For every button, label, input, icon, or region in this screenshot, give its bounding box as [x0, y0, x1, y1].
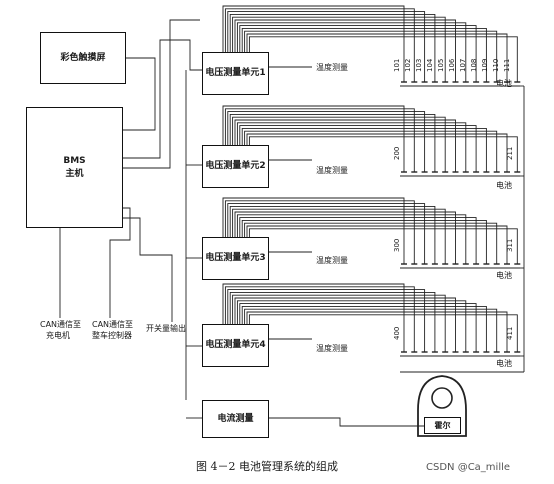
voltage-unit-2-label: 电压测量单元2	[205, 161, 266, 171]
sense-wire	[246, 33, 508, 60]
sense-wire	[244, 30, 498, 60]
sense-wire	[246, 133, 508, 150]
sense-wire	[246, 311, 508, 330]
temperature-label-3: 温度测量	[316, 256, 348, 265]
switch-output-wire	[123, 217, 173, 322]
sense-wire	[234, 211, 456, 242]
hall-sensor-body	[417, 375, 467, 437]
bus-aux	[123, 19, 200, 169]
hall-wire	[269, 417, 424, 427]
sense-wire	[222, 5, 405, 60]
sense-wire	[222, 283, 405, 330]
cell-number-last-3: 311	[506, 238, 514, 252]
can-charger-label-line1: CAN通信至	[40, 320, 82, 329]
temperature-label-4: 温度测量	[316, 344, 348, 353]
can-vehicle-label-line1: CAN通信至	[92, 320, 134, 329]
switch-output-label: 开关量输出	[146, 324, 186, 333]
sense-wire	[248, 228, 518, 242]
sense-wire	[229, 291, 436, 330]
sense-wire	[229, 113, 436, 150]
sense-wire	[248, 136, 518, 150]
voltage-unit-1-label: 电压测量单元1	[205, 68, 266, 78]
current-measurement-label: 电流测量	[217, 413, 254, 424]
touch-screen-label: 彩色触摸屏	[60, 52, 106, 63]
sense-wire	[227, 11, 426, 60]
figure-caption: 图 4－2 电池管理系统的组成	[196, 460, 338, 473]
sense-wire	[239, 25, 477, 60]
voltage-unit-3: 电压测量单元3	[202, 237, 269, 280]
sense-wire	[239, 125, 477, 150]
hall-sensor-hole	[431, 387, 453, 409]
sense-wire	[244, 308, 498, 330]
sense-wire	[224, 200, 415, 242]
hall-sensor-label: 霍尔	[434, 421, 451, 430]
sense-wire	[241, 305, 487, 330]
sense-wire	[244, 130, 498, 150]
sense-wire	[248, 314, 518, 330]
cell-number-104: 104	[426, 58, 434, 72]
bms-host-block: BMS 主机	[26, 107, 123, 228]
temperature-label-2: 温度测量	[316, 166, 348, 175]
sense-wire	[234, 297, 456, 330]
current-measurement-block: 电流测量	[202, 400, 269, 438]
cell-number-last-2: 211	[506, 146, 514, 160]
sense-wire	[234, 119, 456, 150]
cell-number-102: 102	[404, 58, 412, 72]
voltage-unit-4-label: 电压测量单元4	[205, 340, 266, 350]
cell-number-first-2: 200	[393, 146, 401, 160]
cell-number-109: 109	[481, 58, 489, 72]
sense-wire	[244, 222, 498, 242]
temperature-label-1: 温度测量	[316, 63, 348, 72]
sense-wire	[232, 16, 446, 60]
cell-number-103: 103	[415, 58, 423, 72]
watermark: CSDN @Ca_mille	[426, 462, 511, 473]
sense-wire	[234, 19, 456, 60]
voltage-unit-2: 电压测量单元2	[202, 145, 269, 188]
can-charger-label-line2: 充电机	[46, 331, 70, 340]
sense-wire	[241, 27, 487, 60]
cell-number-107: 107	[459, 58, 467, 72]
sense-wire	[239, 217, 477, 242]
can-vehicle-label-line2: 整车控制器	[92, 331, 132, 340]
voltage-unit-1: 电压测量单元1	[202, 52, 269, 95]
cell-number-108: 108	[470, 58, 478, 72]
sense-wire	[248, 36, 518, 60]
sense-wire	[241, 127, 487, 150]
cell-number-last-4: 411	[506, 326, 514, 340]
sense-wire	[241, 219, 487, 242]
cell-number-first-3: 300	[393, 238, 401, 252]
sense-wire	[232, 294, 446, 330]
voltage-unit-4: 电压测量单元4	[202, 324, 269, 367]
battery-label-1: 电池	[496, 79, 512, 88]
sense-wire	[224, 286, 415, 330]
cell-number-106: 106	[448, 58, 456, 72]
sense-wire	[229, 205, 436, 242]
battery-label-2: 电池	[496, 181, 512, 190]
sense-wire	[236, 22, 467, 60]
cell-number-105: 105	[437, 58, 445, 72]
sense-wire	[224, 108, 415, 150]
sense-wire	[239, 303, 477, 330]
sense-wire	[236, 300, 467, 330]
sense-wire	[227, 289, 426, 330]
sense-wire	[246, 225, 508, 242]
voltage-unit-3-label: 电压测量单元3	[205, 253, 266, 263]
cell-number-first-4: 400	[393, 326, 401, 340]
hall-sensor-block: 霍尔	[424, 417, 461, 434]
can-vehicle-wire	[109, 207, 131, 318]
battery-label-3: 电池	[496, 271, 512, 280]
battery-label-4: 电池	[496, 359, 512, 368]
touch-screen-link	[123, 57, 156, 131]
bms-host-label-line1: BMS	[63, 155, 86, 166]
bus-to-unit-1	[123, 39, 202, 159]
cell-number-101: 101	[393, 58, 401, 72]
cell-number-110: 110	[492, 58, 500, 72]
touch-screen-block: 彩色触摸屏	[40, 32, 126, 84]
cell-number-111: 111	[503, 58, 511, 72]
bms-host-label-line2: 主机	[65, 168, 84, 179]
